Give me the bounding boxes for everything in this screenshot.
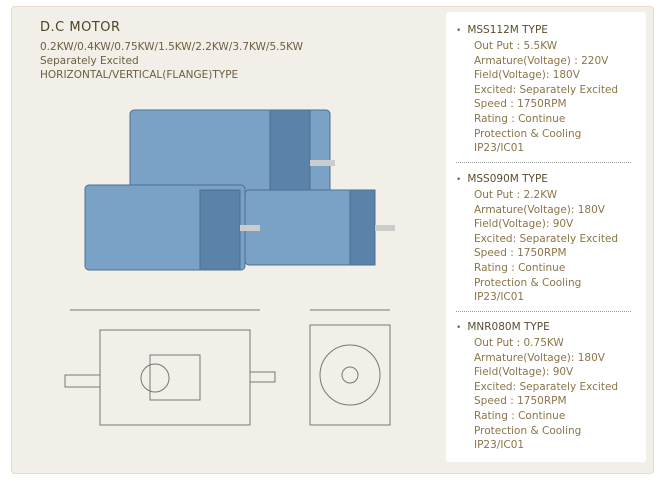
spec-line: Rating : Continue bbox=[474, 112, 566, 125]
spec-line: Rating : Continue bbox=[474, 409, 566, 422]
type-heading: MNR080M TYPE bbox=[456, 321, 641, 333]
spec-line: IP23/IC01 bbox=[474, 142, 525, 155]
type-block: MSS090M TYPE Out Put : 2.2KW Armature(Vo… bbox=[456, 173, 641, 305]
spec-line: Field(Voltage): 90V bbox=[474, 366, 574, 379]
spec-line: IP23/IC01 bbox=[474, 439, 525, 452]
product-title: D.C MOTOR bbox=[40, 20, 121, 35]
spec-line: Out Put : 0.75KW bbox=[474, 337, 564, 349]
spec-line: Out Put : 5.5KW bbox=[474, 40, 558, 52]
type-block: MNR080M TYPE Out Put : 0.75KW Armature(V… bbox=[456, 321, 641, 453]
spec-line: Protection & Cooling bbox=[474, 127, 582, 140]
dimension-drawing bbox=[64, 309, 391, 426]
spec-line: Excited: Separately Excited bbox=[474, 380, 619, 393]
spec-line: Field(Voltage): 180V bbox=[474, 69, 580, 82]
spec-line: Rating : Continue bbox=[474, 261, 566, 274]
spec-line: Field(Voltage): 90V bbox=[474, 218, 574, 231]
spec-line: Speed : 1750RPM bbox=[474, 247, 567, 260]
motor-photo bbox=[84, 109, 395, 271]
divider bbox=[456, 311, 631, 312]
spec-line: Armature(Voltage): 180V bbox=[474, 203, 605, 216]
spec-line: Excited: Separately Excited bbox=[474, 232, 619, 245]
type-block: MSS112M TYPE Out Put : 5.5KW Armature(Vo… bbox=[456, 24, 641, 156]
spec-line: Out Put : 2.2KW bbox=[474, 189, 558, 201]
power-range: 0.2KW/0.4KW/0.75KW/1.5KW/2.2KW/3.7KW/5.5… bbox=[40, 41, 304, 53]
spec-line: Excited: Separately Excited bbox=[474, 83, 619, 96]
spec-line: Armature(Voltage) : 220V bbox=[474, 54, 609, 67]
spec-line: Armature(Voltage): 180V bbox=[474, 351, 605, 364]
divider bbox=[456, 162, 631, 163]
spec-panel: MSS112M TYPE Out Put : 5.5KW Armature(Vo… bbox=[446, 12, 646, 462]
spec-line: IP23/IC01 bbox=[474, 291, 525, 304]
type-heading: MSS090M TYPE bbox=[456, 173, 641, 185]
spec-line: Speed : 1750RPM bbox=[474, 98, 567, 111]
spec-line: Protection & Cooling bbox=[474, 424, 582, 437]
spec-line: Speed : 1750RPM bbox=[474, 395, 567, 408]
spec-line: Protection & Cooling bbox=[474, 276, 582, 289]
excitation: Separately Excited bbox=[40, 55, 139, 67]
mount-type: HORIZONTAL/VERTICAL(FLANGE)TYPE bbox=[40, 69, 239, 81]
type-heading: MSS112M TYPE bbox=[456, 24, 641, 36]
